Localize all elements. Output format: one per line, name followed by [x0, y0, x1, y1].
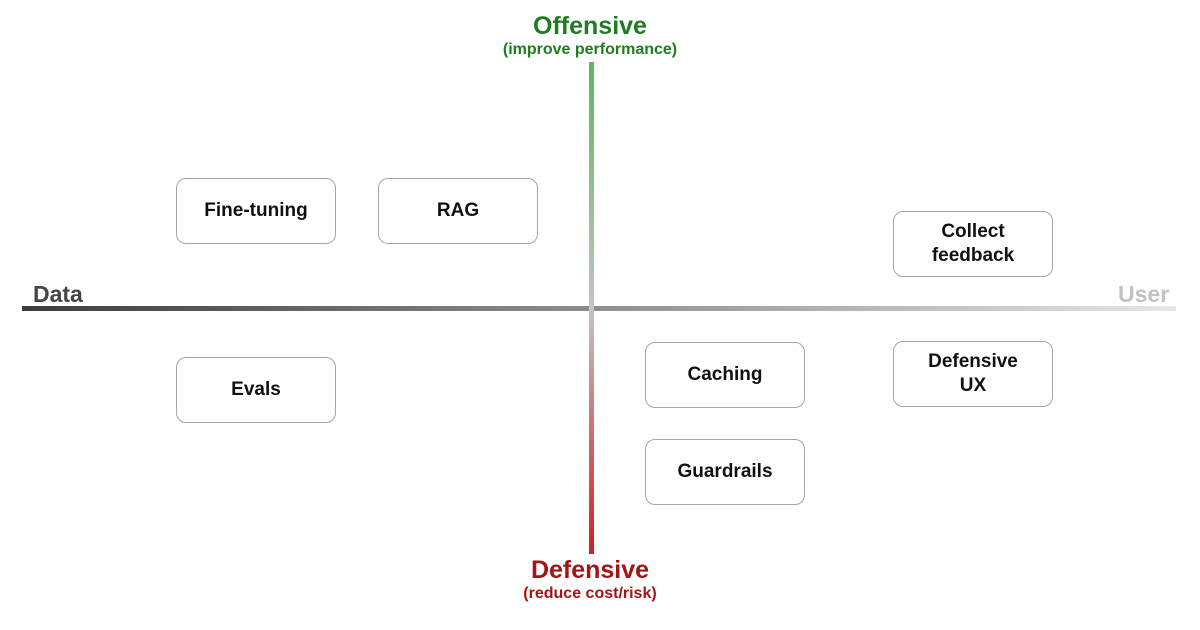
evals-box: Evals	[176, 357, 336, 423]
caching-box: Caching	[645, 342, 805, 408]
defensive-axis-title: Defensive (reduce cost/risk)	[440, 556, 740, 604]
collect-feedback-box: Collect feedback	[893, 211, 1053, 277]
fine-tuning-box: Fine-tuning	[176, 178, 336, 244]
user-axis-label: User	[1118, 281, 1170, 307]
guardrails-box: Guardrails	[645, 439, 805, 505]
defensive-ux-box: Defensive UX	[893, 341, 1053, 407]
defensive-label: Defensive	[530, 556, 650, 584]
horizontal-axis-line	[22, 306, 1176, 311]
rag-box: RAG	[378, 178, 538, 244]
vertical-axis-line	[589, 62, 594, 554]
data-axis-label: Data	[33, 281, 83, 307]
defensive-sublabel: (reduce cost/risk)	[523, 585, 657, 602]
offensive-sublabel: (improve performance)	[502, 41, 678, 58]
offensive-axis-title: Offensive (improve performance)	[440, 12, 740, 60]
offensive-label: Offensive	[533, 12, 647, 40]
